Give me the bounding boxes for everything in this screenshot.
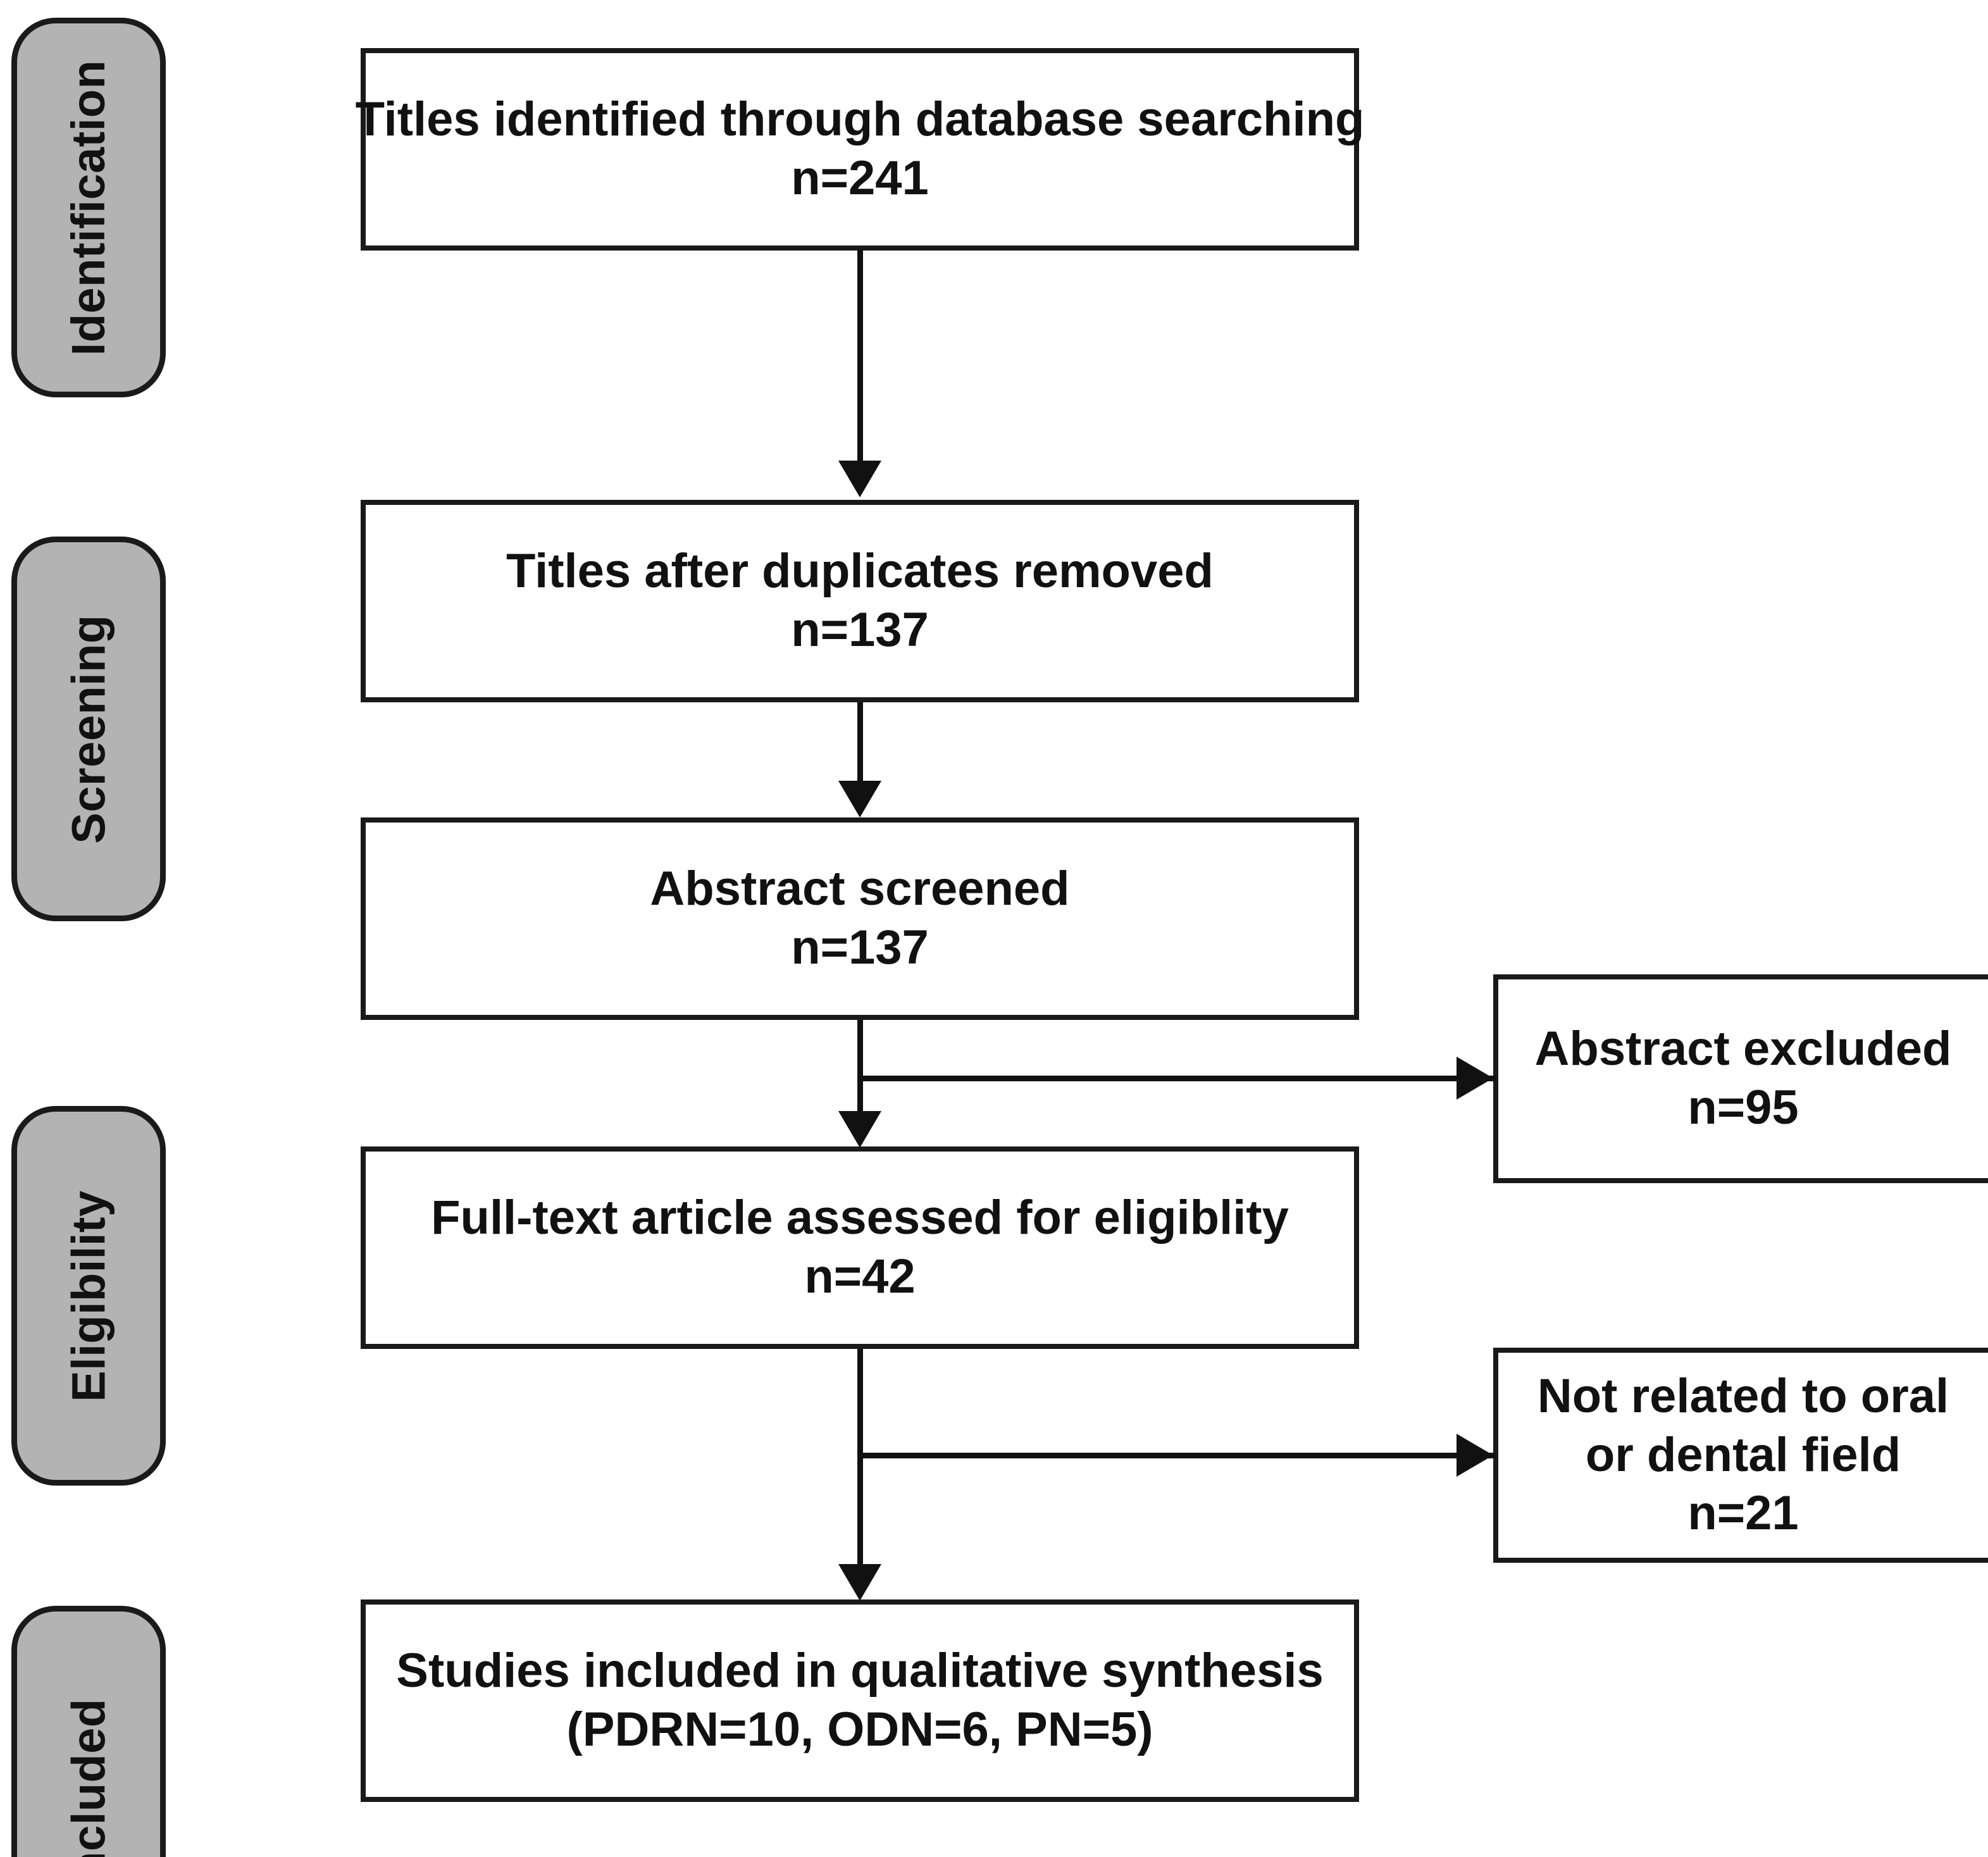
arrow-down-icon-1 [838,461,881,497]
flow-box-line-1: Not related to oral [1537,1369,1949,1423]
stage-pill-screening: Screening [11,537,166,921]
flow-box-abstract-excluded: Abstract excluded n=95 [1493,974,1988,1183]
arrow-down-icon-4 [838,1564,881,1601]
connector-duplicates-to-abstract [857,702,863,785]
flow-box-line-1: Full-text article assessed for eligiblit… [431,1191,1289,1245]
flow-box-abstract-screened: Abstract screened n=137 [361,817,1359,1020]
flow-box-not-related: Not related to oral or dental field n=21 [1493,1348,1988,1563]
connector-fulltext-to-included [857,1349,863,1570]
arrow-down-icon-2 [838,781,881,817]
flow-box-line-1: Abstract screened [650,862,1070,916]
flow-box-line-2: n=95 [1687,1081,1799,1134]
stage-label-eligibility: Eligibility [62,1189,115,1402]
stage-pill-identification: Identification [11,18,166,397]
flow-box-line-2: n=137 [791,603,929,657]
flow-box-studies-included: Studies included in qualitative synthesi… [361,1599,1359,1802]
flow-box-line-1: Abstract excluded [1534,1022,1952,1076]
flow-box-line-2: n=241 [791,151,929,205]
connector-branch-not-related [857,1453,1496,1458]
stage-label-included: Included [62,1698,115,1857]
connector-abstract-to-fulltext [857,1020,863,1115]
flow-box-line-1: Titles identified through database searc… [355,92,1365,147]
flow-box-line-3: n=21 [1687,1486,1799,1541]
flow-box-full-text-assessed: Full-text article assessed for eligiblit… [361,1146,1359,1349]
flow-box-titles-identified: Titles identified through database searc… [356,48,1364,251]
flow-box-line-2: n=137 [791,921,929,974]
stage-pill-included: Included [11,1606,166,1857]
arrow-right-icon-1 [1457,1057,1493,1100]
stage-pill-eligibility: Eligibility [11,1106,166,1486]
flow-box-line-2: or dental field [1585,1427,1901,1482]
stage-label-identification: Identification [62,59,115,356]
arrow-down-icon-3 [838,1111,881,1148]
connector-identified-to-duplicates [857,251,863,466]
flow-box-line-1: Titles after duplicates removed [506,544,1214,599]
arrow-right-icon-2 [1457,1434,1493,1477]
flow-box-line-2: n=42 [804,1250,916,1303]
connector-branch-abstract-excluded [857,1076,1496,1081]
flow-box-line-1: Studies included in qualitative synthesi… [396,1644,1324,1698]
stage-label-screening: Screening [62,614,115,844]
flow-box-titles-after-duplicates: Titles after duplicates removed n=137 [361,500,1359,702]
flow-box-line-2: (PDRN=10, ODN=6, PN=5) [566,1703,1153,1756]
